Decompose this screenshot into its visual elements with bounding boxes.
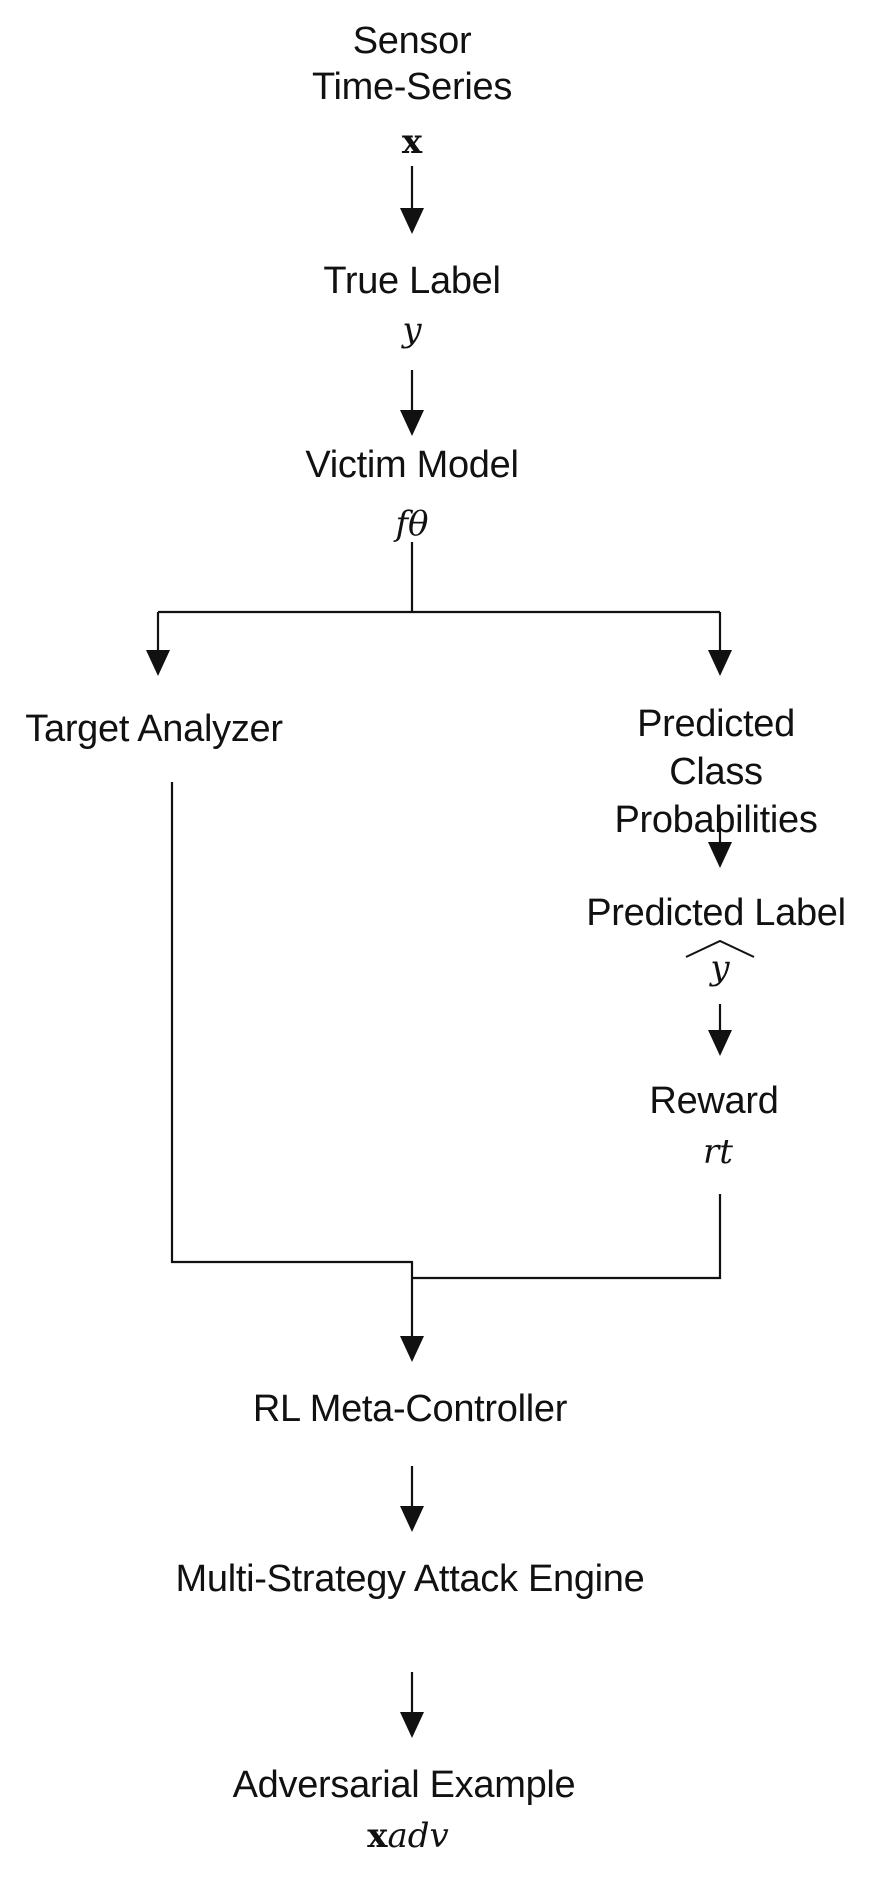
adversarial-symbol-sub: adv [387,1816,449,1856]
arrowhead [708,842,732,868]
arrowhead [400,410,424,436]
node-pred-label-label: Predicted Label [586,892,846,934]
arrowhead [400,1712,424,1738]
node-adversarial-symbol: xadv [367,1816,449,1856]
node-adversarial-label: Adversarial Example [232,1764,576,1806]
arrowhead [708,1030,732,1056]
node-rl-meta-label: RL Meta-Controller [252,1388,568,1430]
hat-accent [685,939,755,958]
arrowhead [400,1336,424,1362]
adversarial-symbol-base: x [367,1816,388,1856]
arrowhead [146,650,170,676]
edge-target-analyzer-to-rl-meta [170,782,414,1350]
arrowhead [400,1506,424,1532]
node-attack-engine-label: Multi-Strategy Attack Engine [175,1558,645,1600]
node-pred-label-symbol: y [710,948,730,988]
arrowhead [708,650,732,676]
node-true-label-label: True Label [323,260,501,302]
node-true-label-symbol: y [402,310,422,350]
node-reward-symbol: rt [703,1132,733,1172]
node-victim-label: Victim Model [305,444,519,486]
node-victim-symbol: fθ [395,504,429,544]
node-target-analyzer-label: Target Analyzer [25,708,283,750]
node-sensor-label: Sensor Time-Series [311,20,513,108]
edge-reward-to-rl-meta [412,1194,722,1280]
node-pred-probs-label: Predicted Class Probabilities [614,703,818,841]
node-sensor-symbol: x [401,122,423,162]
node-reward-label: Reward [649,1080,779,1122]
arrowhead [400,208,424,234]
